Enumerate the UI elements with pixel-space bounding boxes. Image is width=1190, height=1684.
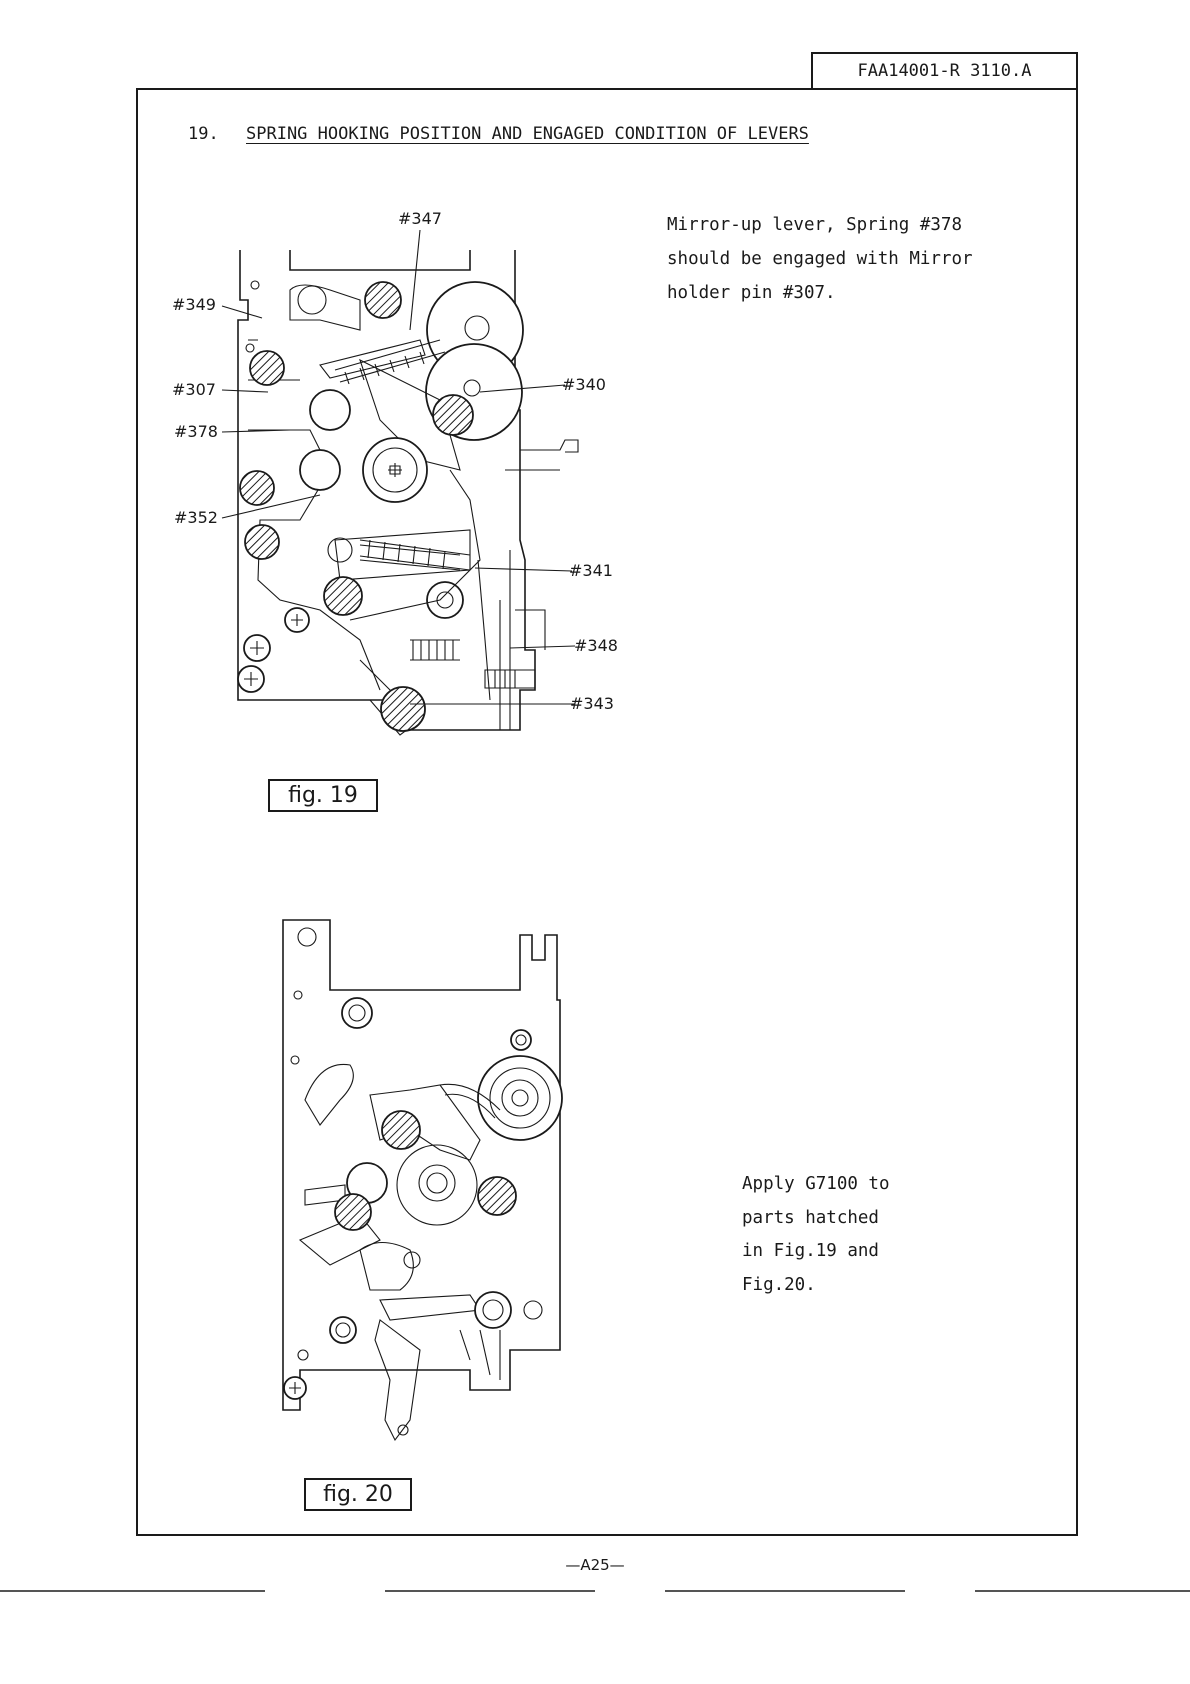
- fig19-drawing: #347 #349 #307 #378 #352 #340 #341 #348 …: [172, 209, 618, 735]
- gear-icon: [478, 1056, 562, 1140]
- fig19-label-text: fig. 19: [288, 783, 358, 808]
- callout-343: #343: [570, 694, 614, 713]
- callout-348: #348: [574, 636, 618, 655]
- fig19-label: fig. 19: [268, 779, 378, 812]
- callout-378: #378: [174, 422, 218, 441]
- divider: [665, 1590, 905, 1592]
- callout-347: #347: [398, 209, 442, 228]
- divider: [975, 1590, 1190, 1592]
- callout-307: #307: [172, 380, 216, 399]
- fig20-label-text: fig. 20: [323, 1482, 393, 1507]
- callout-352: #352: [174, 508, 218, 527]
- page-number: —A25—: [0, 1556, 1190, 1574]
- callout-341: #341: [569, 561, 613, 580]
- fig20-label: fig. 20: [304, 1478, 412, 1511]
- fig20-drawing: [283, 920, 562, 1440]
- divider: [385, 1590, 595, 1592]
- divider: [0, 1590, 265, 1592]
- callout-349: #349: [172, 295, 216, 314]
- callout-340: #340: [562, 375, 606, 394]
